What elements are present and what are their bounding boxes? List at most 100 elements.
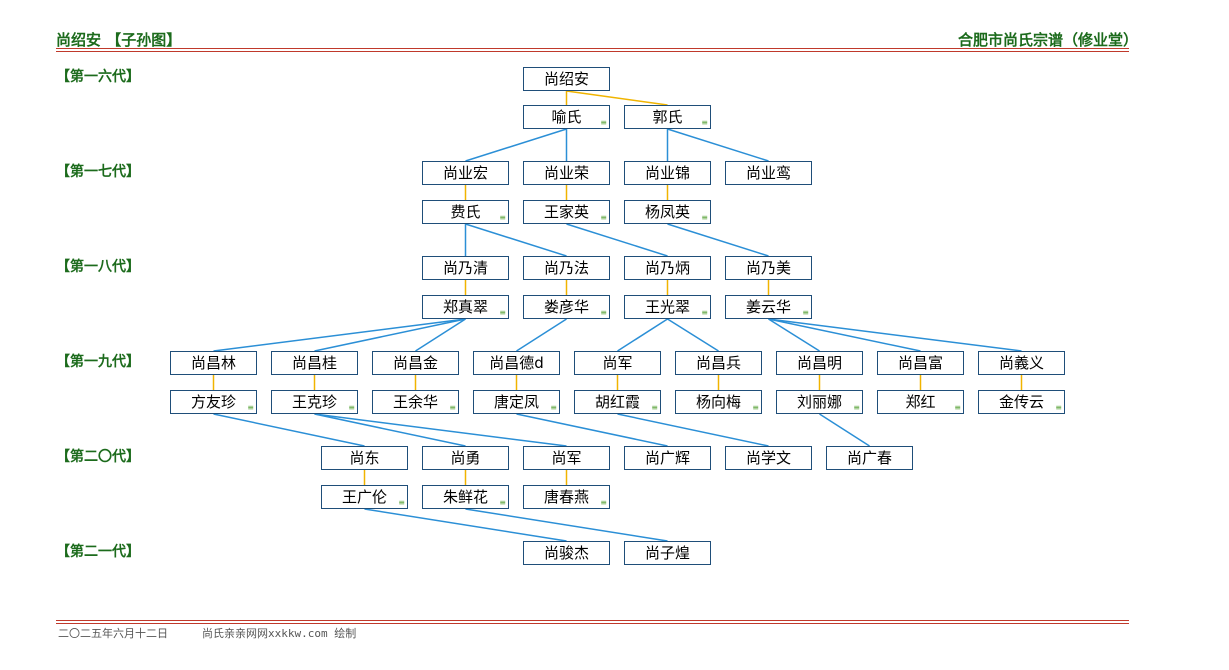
spouse-node[interactable]: 朱鲜花≡ <box>422 485 509 509</box>
person-node[interactable]: 尚学文 <box>725 446 812 470</box>
spouse-marker-icon: ≡ <box>701 118 708 127</box>
descent-link <box>213 318 466 352</box>
person-node[interactable]: 尚业宏 <box>422 161 509 185</box>
person-node[interactable]: 尚昌桂 <box>271 351 358 375</box>
descent-link <box>415 318 466 352</box>
spouse-node[interactable]: 杨向梅≡ <box>675 390 762 414</box>
person-name: 郑红 <box>905 393 936 411</box>
genealogy-title: 合肥市尚氏宗谱（修业堂） <box>957 31 1138 49</box>
person-name: 杨凤英 <box>644 203 690 221</box>
header-divider <box>56 48 1129 49</box>
chart-title: 尚绍安 【子孙图】 <box>56 31 182 49</box>
spouse-node[interactable]: 唐春燕≡ <box>523 485 610 509</box>
spouse-node[interactable]: 姜云华 ≡ <box>725 295 812 319</box>
spouse-node[interactable]: 王克珍≡ <box>271 390 358 414</box>
person-node[interactable]: 尚广辉 <box>624 446 711 470</box>
spouse-node[interactable]: 刘丽娜≡ <box>776 390 863 414</box>
spouse-marker-icon: ≡ <box>954 403 961 412</box>
spouse-marker-icon: ≡ <box>499 213 506 222</box>
person-node[interactable]: 尚业荣 <box>523 161 610 185</box>
person-node[interactable]: 尚军 <box>523 446 610 470</box>
spouse-node[interactable]: 费氏≡ <box>422 200 509 224</box>
person-name: 尚乃美 <box>745 259 791 277</box>
descent-link <box>617 318 668 352</box>
person-node[interactable]: 尚乃清 <box>422 256 509 280</box>
person-name: 尚业宏 <box>442 164 488 182</box>
spouse-node[interactable]: 杨凤英 ≡ <box>624 200 711 224</box>
spouse-marker-icon: ≡ <box>651 403 658 412</box>
footer-credit: 尚氏亲亲网网xxkkw.com 绘制 <box>202 627 357 640</box>
person-node[interactable]: 尚乃法 <box>523 256 610 280</box>
person-node[interactable]: 尚绍安 <box>523 67 610 91</box>
spouse-marker-icon: ≡ <box>398 498 405 507</box>
person-name: 尚业鸾 <box>745 164 791 182</box>
spouse-node[interactable]: 郑真翠≡ <box>422 295 509 319</box>
spouse-node[interactable]: 金传云≡ <box>978 390 1065 414</box>
person-name: 唐定凤 <box>493 393 539 411</box>
descent-link <box>617 413 769 447</box>
descent-link <box>364 508 567 542</box>
person-name: 胡红霞 <box>594 393 640 411</box>
person-name: 尚广春 <box>846 449 892 467</box>
marriage-link <box>566 90 668 106</box>
spouse-node[interactable]: 唐定凤≡ <box>473 390 560 414</box>
spouse-node[interactable]: 郭氏≡ <box>624 105 711 129</box>
person-name: 金传云 <box>998 393 1044 411</box>
person-name: 尚子煌 <box>644 544 690 562</box>
person-name: 尚军 <box>551 449 582 467</box>
spouse-marker-icon: ≡ <box>752 403 759 412</box>
spouse-node[interactable]: 喻氏≡ <box>523 105 610 129</box>
descent-link <box>667 128 769 162</box>
person-name: 尚绍安 <box>543 70 589 88</box>
generation-label-20: 【第二〇代】 <box>56 449 140 465</box>
spouse-node[interactable]: 王余华≡ <box>372 390 459 414</box>
person-node[interactable]: 尚昌金 <box>372 351 459 375</box>
spouse-marker-icon: ≡ <box>600 213 607 222</box>
person-name: 姜云华 <box>745 298 791 316</box>
person-node[interactable]: 尚昌明 <box>776 351 863 375</box>
spouse-node[interactable]: 方友珍≡ <box>170 390 257 414</box>
generation-label-18: 【第一八代】 <box>56 259 140 275</box>
person-node[interactable]: 尚乃炳 <box>624 256 711 280</box>
person-node[interactable]: 尚乃美 <box>725 256 812 280</box>
spouse-marker-icon: ≡ <box>247 403 254 412</box>
spouse-marker-icon: ≡ <box>802 308 809 317</box>
person-name: 尚昌富 <box>897 354 943 372</box>
person-name: 朱鲜花 <box>442 488 488 506</box>
person-node[interactable]: 尚东 <box>321 446 408 470</box>
generation-label-21: 【第二一代】 <box>56 544 140 560</box>
descent-link <box>819 413 870 447</box>
person-name: 郑真翠 <box>442 298 488 316</box>
person-node[interactable]: 尚军 <box>574 351 661 375</box>
person-node[interactable]: 尚昌兵 <box>675 351 762 375</box>
descent-link <box>516 318 567 352</box>
person-node[interactable]: 尚昌林 <box>170 351 257 375</box>
person-name: 尚乃法 <box>543 259 589 277</box>
spouse-node[interactable]: 王广伦 ≡ <box>321 485 408 509</box>
person-node[interactable]: 尚业鸾 <box>725 161 812 185</box>
spouse-marker-icon: ≡ <box>701 213 708 222</box>
person-node[interactable]: 尚昌德d <box>473 351 560 375</box>
generation-label-17: 【第一七代】 <box>56 164 140 180</box>
person-node[interactable]: 尚广春 <box>826 446 913 470</box>
person-node[interactable]: 尚骏杰 <box>523 541 610 565</box>
person-name: 尚昌德d <box>489 354 544 372</box>
spouse-node[interactable]: 娄彦华≡ <box>523 295 610 319</box>
footer-divider <box>56 623 1129 624</box>
person-name: 王广伦 <box>341 488 387 506</box>
person-node[interactable]: 尚子煌 <box>624 541 711 565</box>
spouse-node[interactable]: 胡红霞 ≡ <box>574 390 661 414</box>
spouse-node[interactable]: 王光翠≡ <box>624 295 711 319</box>
person-name: 尚业荣 <box>543 164 589 182</box>
person-node[interactable]: 尚业锦 <box>624 161 711 185</box>
person-node[interactable]: 尚勇 <box>422 446 509 470</box>
footer-date: 二〇二五年六月十二日 <box>58 627 168 640</box>
spouse-marker-icon: ≡ <box>600 308 607 317</box>
generation-label-16: 【第一六代】 <box>56 69 140 85</box>
descent-link <box>465 128 567 162</box>
generation-label-19: 【第一九代】 <box>56 354 140 370</box>
spouse-node[interactable]: 王家英≡ <box>523 200 610 224</box>
person-node[interactable]: 尚昌富 <box>877 351 964 375</box>
spouse-node[interactable]: 郑红 ≡ <box>877 390 964 414</box>
person-node[interactable]: 尚義义 <box>978 351 1065 375</box>
